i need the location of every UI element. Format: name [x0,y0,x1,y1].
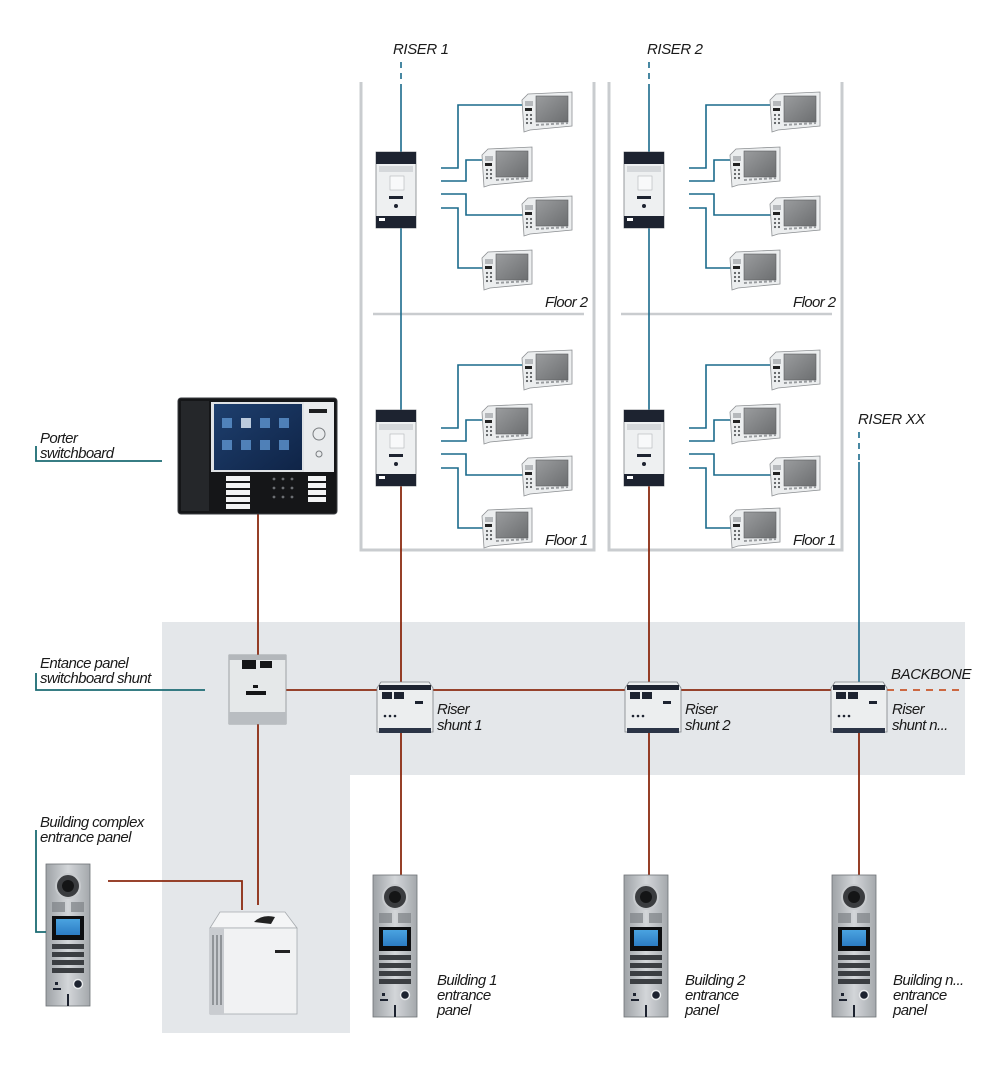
building-n-entrance-panel [831,874,877,1018]
riser-shunt-n-label-line1: Riser [892,701,926,718]
building-1-label-line3: panel [436,1002,472,1019]
backbone-zone [162,622,965,1033]
riser-1-floor-2-label: Floor 2 [545,294,589,311]
video-monitor [769,91,821,133]
label-leaders [35,446,205,933]
building-n-label-line3: panel [892,1002,928,1019]
building-1-label-line1: Building 1 [437,972,497,989]
porter-switchboard [177,397,338,515]
video-monitor [481,403,533,445]
riser-shunt-1-label-line2: shunt 1 [437,717,482,734]
riser-1-floor-1-distributor [375,409,417,487]
video-monitor [481,507,533,549]
riser-shunt-1-label-line1: Riser [437,701,471,718]
video-monitor [729,249,781,291]
building-2-label-line1: Building 2 [685,972,746,989]
riser-2-floor-2-label: Floor 2 [793,294,837,311]
complex-entrance-panel-label-line1: Building complex [40,814,145,831]
riser-wires [400,62,860,682]
riser-1-frame [359,82,596,552]
video-monitor [769,195,821,237]
building-n-label-line1: Building n... [893,972,964,989]
riser-2-floor-1-distributor [623,409,665,487]
backbone-wires [108,486,860,910]
riser-shunt-1 [376,681,434,734]
riser-2-floor-2-distributor [623,151,665,229]
porter-switchboard-label-line1: Porter [40,430,79,447]
riser-1-floor-1-label: Floor 1 [545,532,588,549]
video-monitor [481,146,533,188]
video-monitor [521,195,573,237]
video-monitor [729,507,781,549]
video-monitor [729,146,781,188]
riser-2-floor-1-label: Floor 1 [793,532,836,549]
porter-switchboard-label-line2: switchboard [40,445,115,462]
video-monitor [769,349,821,391]
riser-shunt-2-label-line2: shunt 2 [685,717,731,734]
building-1-label-line2: entrance [437,987,491,1004]
riser-shunt-n [830,681,888,734]
video-monitor [481,249,533,291]
video-monitor [729,403,781,445]
riser-2-label: RISER 2 [647,41,704,58]
riser-shunt-2 [624,681,682,734]
riser-shunt-n-label-line2: shunt n... [892,717,948,734]
building-2-label-line2: entrance [685,987,739,1004]
video-monitor [521,349,573,391]
switchboard-shunt-label-line2: switchboard shunt [40,670,152,687]
building-1-entrance-panel [372,874,418,1018]
switchboard-shunt-label-line1: Entance panel [40,655,129,672]
video-monitor [769,455,821,497]
video-monitor [521,91,573,133]
riser-xx-label: RISER XX [858,411,926,428]
backbone-label: BACKBONE [891,666,973,683]
riser-shunt-2-label-line1: Riser [685,701,719,718]
building-n-label-line2: entrance [893,987,947,1004]
riser-1-label: RISER 1 [393,41,449,58]
riser-2-frame [607,82,844,552]
building-2-label-line3: panel [684,1002,720,1019]
entrance-panel-switchboard-shunt [228,654,287,725]
power-supply-unit [209,911,298,1015]
building-2-entrance-panel [623,874,669,1018]
building-complex-entrance-panel [45,863,91,1007]
complex-entrance-panel-label-line2: entrance panel [40,829,132,846]
video-monitor [521,455,573,497]
riser-1-floor-2-distributor [375,151,417,229]
